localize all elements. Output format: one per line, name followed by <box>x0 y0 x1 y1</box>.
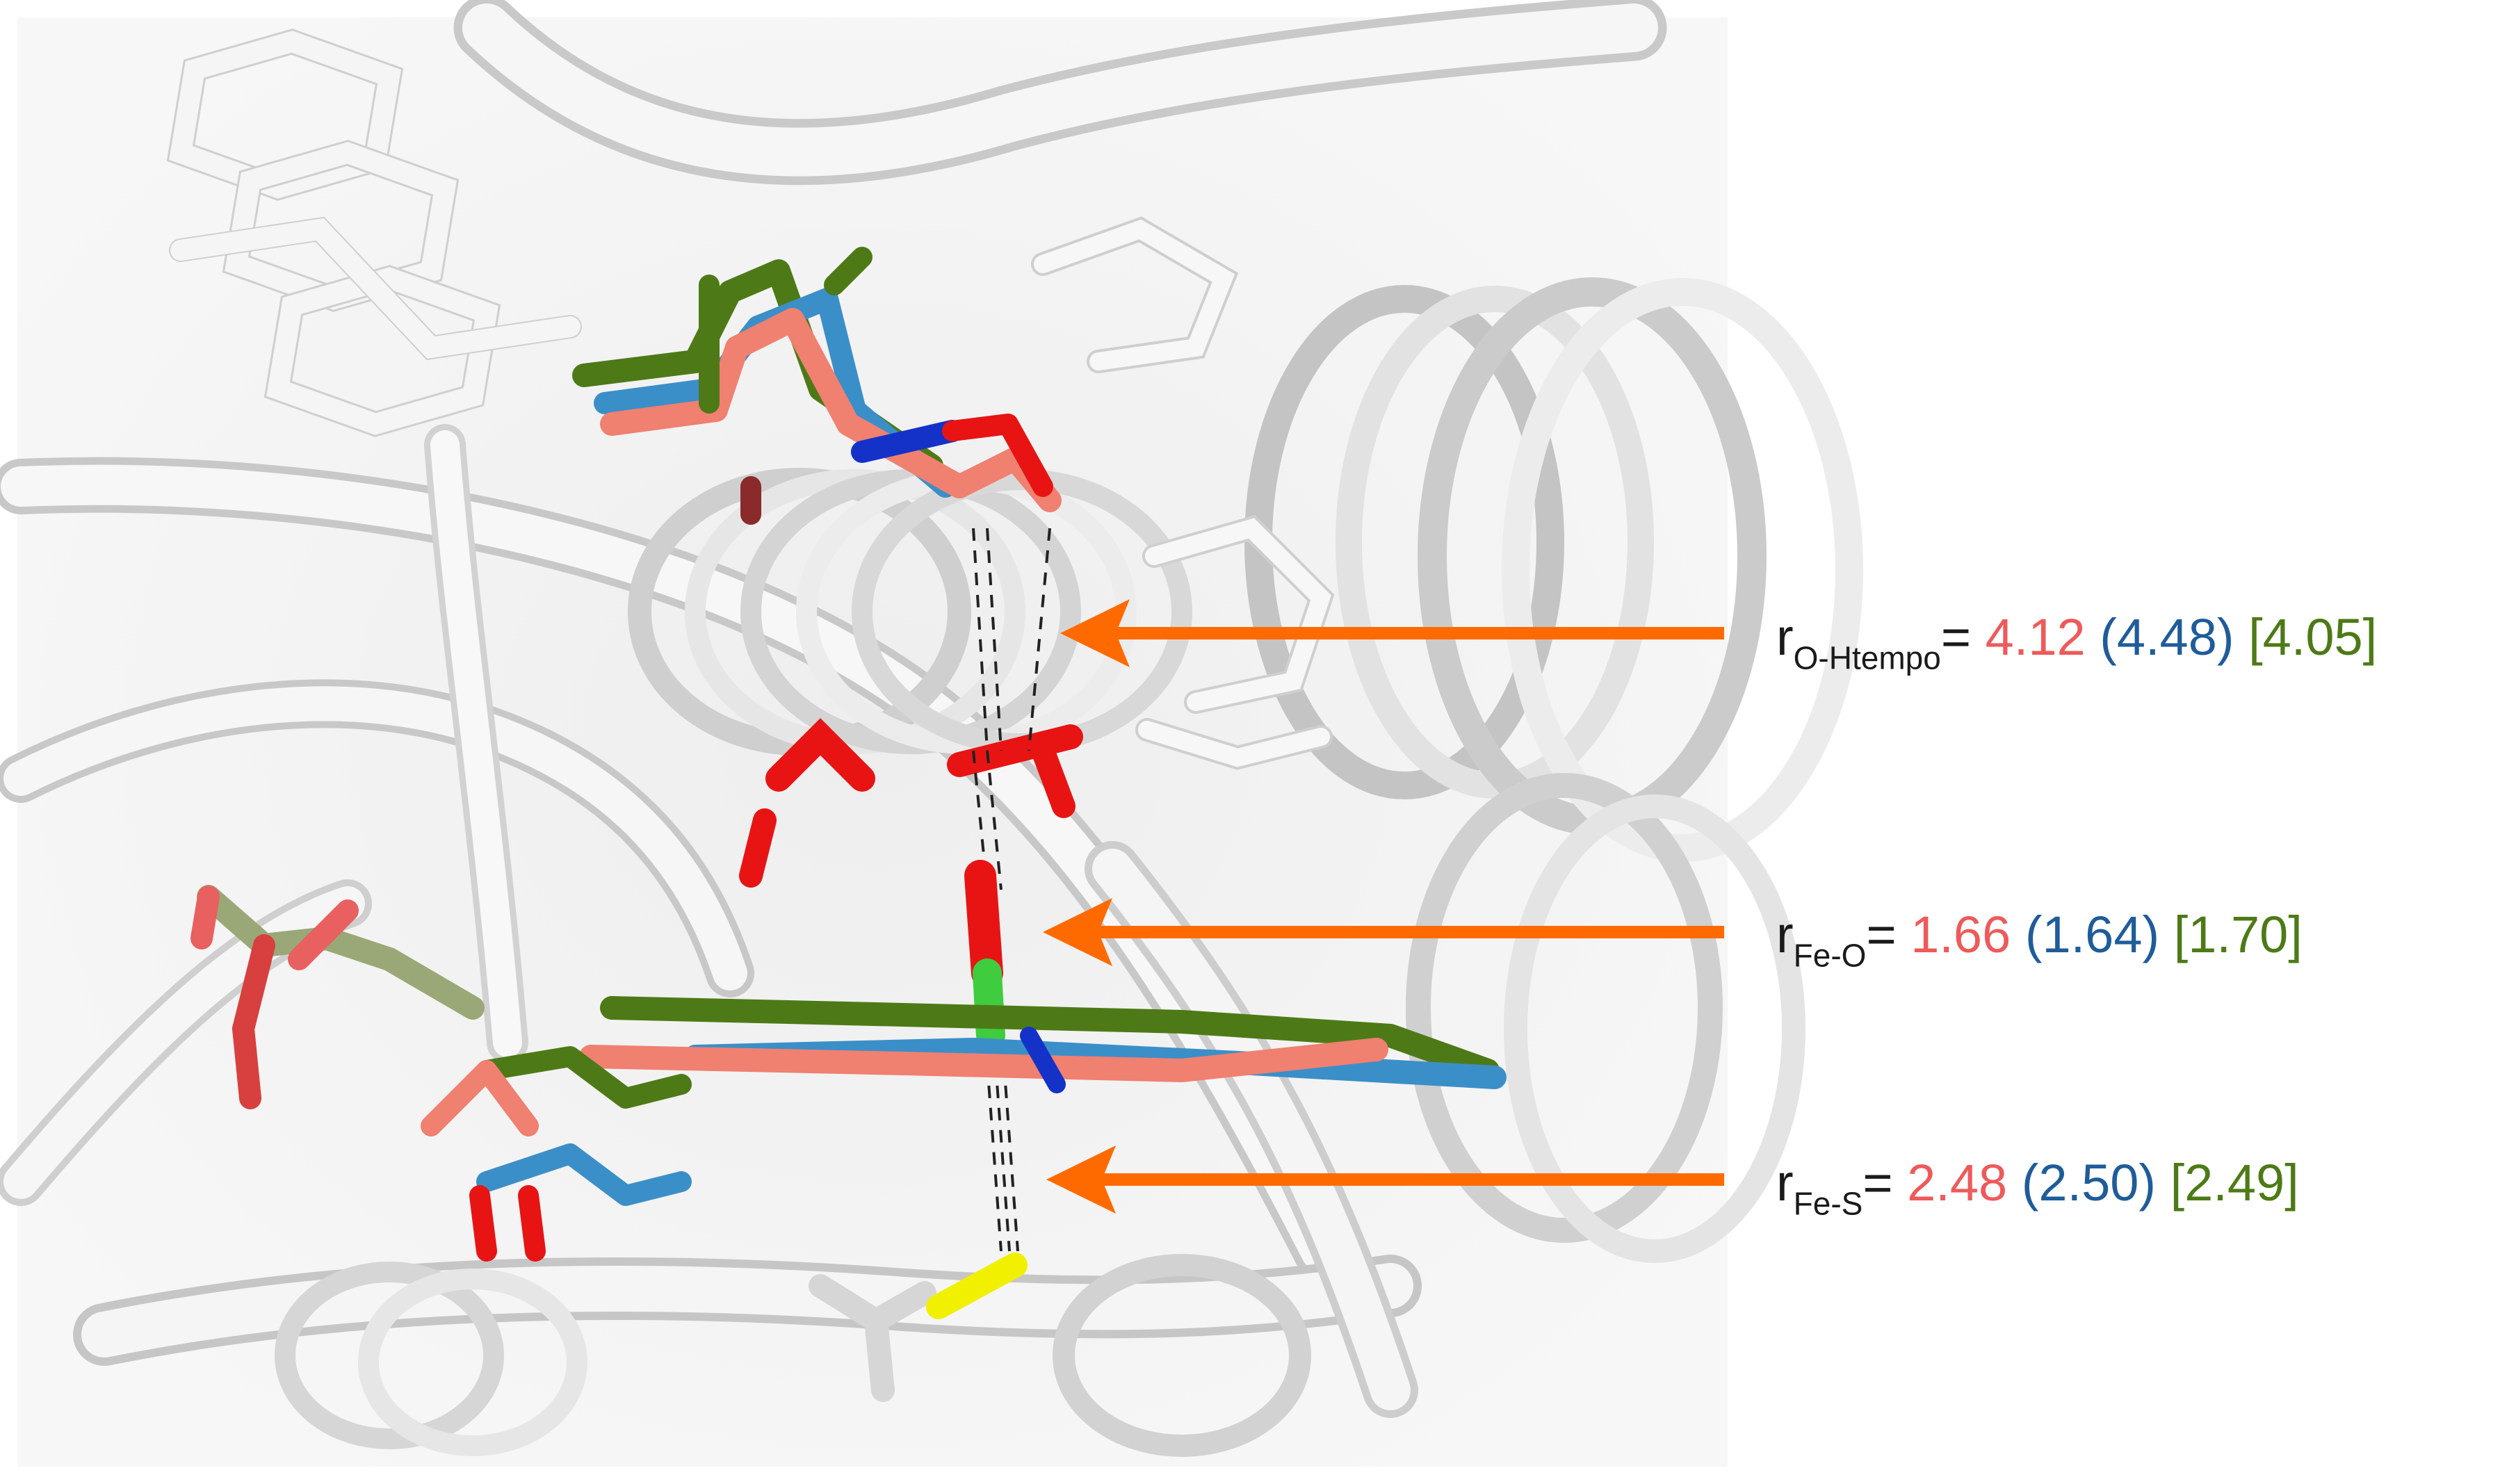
cysteine <box>809 1253 1028 1402</box>
label-o-htempo: rO-Htempo= 4.12 (4.48) [4.05] <box>1776 612 2377 674</box>
helix-lower-right <box>1406 773 1805 1263</box>
arrow-fe-o <box>1043 898 1724 966</box>
sidechain-sticks-white-right <box>1031 216 1335 770</box>
water-molecules <box>739 718 1083 888</box>
value-model-2: (4.48) <box>2100 608 2234 666</box>
label-fe-o: rFe-O= 1.66 (1.64) [1.70] <box>1776 906 2303 972</box>
label-fe-s: rFe-S= 2.48 (2.50) [2.49] <box>1776 1154 2299 1220</box>
label-equals: = <box>1940 608 1986 666</box>
arrows <box>1043 599 1724 1214</box>
arrow-o-htempo <box>1060 599 1724 667</box>
heme-model-3 <box>600 996 1500 1082</box>
propionate-left <box>190 885 485 1109</box>
value-model-3: [2.49] <box>2170 1154 2299 1212</box>
value-model-3: [1.70] <box>2173 906 2303 963</box>
value-model-1: 4.12 <box>1985 608 2086 666</box>
value-model-3: [4.05] <box>2248 608 2378 666</box>
label-symbol: r <box>1776 608 1794 666</box>
label-subscript: Fe-S <box>1793 1185 1863 1222</box>
label-symbol: r <box>1776 906 1794 963</box>
arrow-fe-s <box>1046 1145 1724 1214</box>
sidechain-sticks-white <box>166 28 582 437</box>
label-equals: = <box>1862 1154 1908 1212</box>
label-equals: = <box>1866 906 1911 963</box>
value-model-2: (1.64) <box>2024 906 2160 963</box>
distance-lines <box>972 528 1051 1252</box>
label-symbol: r <box>1776 1154 1794 1212</box>
tempo-ligand <box>572 247 1062 525</box>
value-model-1: 2.48 <box>1907 1154 2008 1212</box>
heme <box>421 996 1507 1262</box>
value-model-1: 1.66 <box>1910 906 2011 963</box>
value-model-2: (2.50) <box>2021 1154 2157 1212</box>
label-subscript: O-Htempo <box>1793 639 1941 676</box>
label-subscript: Fe-O <box>1793 937 1867 974</box>
helix-right <box>1244 277 1863 862</box>
helix-bottom <box>275 1254 1311 1457</box>
